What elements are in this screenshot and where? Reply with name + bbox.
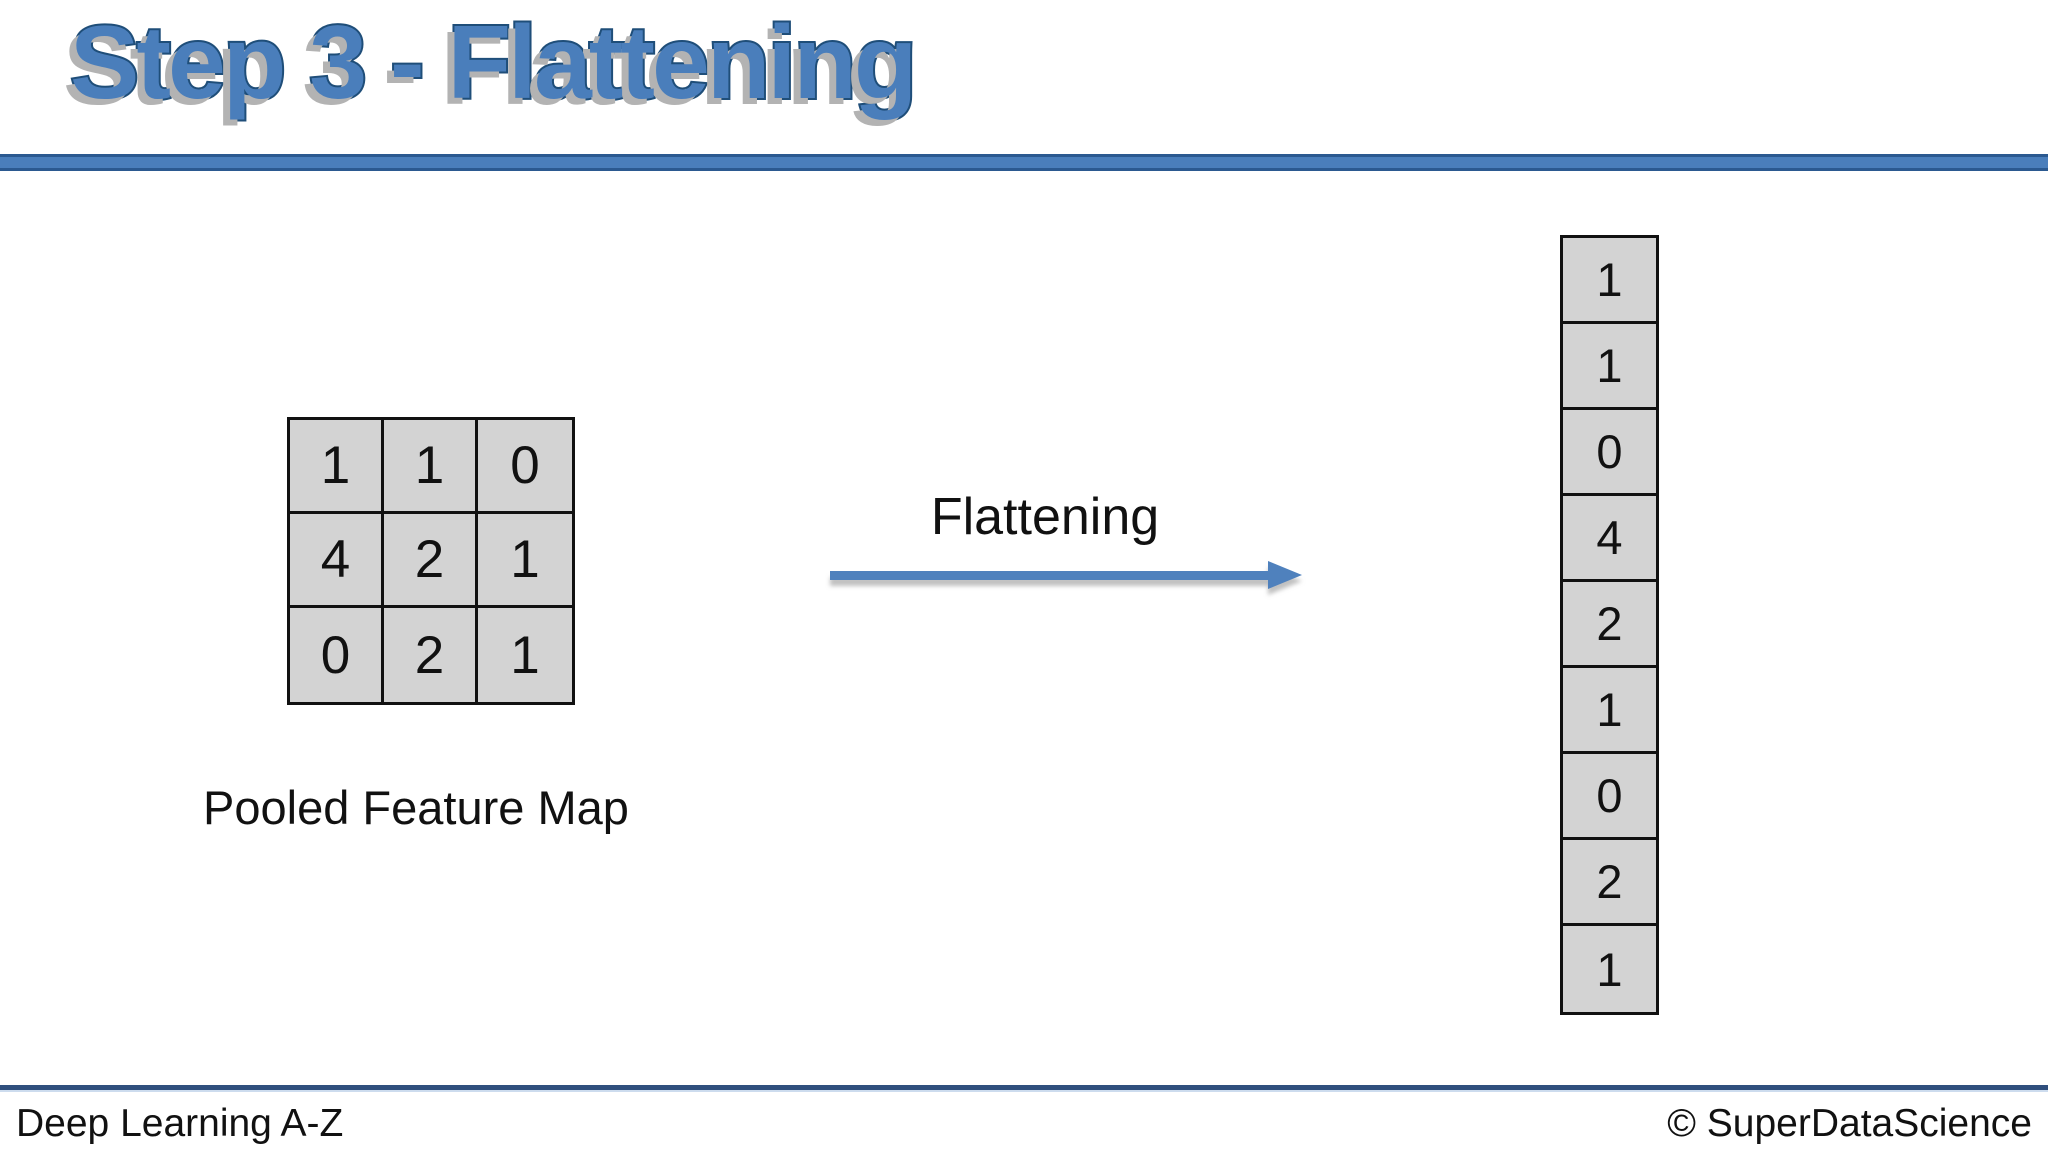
- vector-cell: 2: [1563, 582, 1656, 668]
- flattening-label: Flattening: [930, 488, 1160, 546]
- footer-divider-line: [0, 1085, 2048, 1092]
- matrix-cell: 2: [384, 514, 478, 608]
- matrix-cell: 0: [478, 420, 572, 514]
- vector-cell: 1: [1563, 238, 1656, 324]
- right-arrow-icon: [830, 561, 1302, 589]
- pooled-feature-map-matrix: 1 1 0 4 2 1 0 2 1: [287, 417, 575, 705]
- matrix-cell: 1: [478, 514, 572, 608]
- matrix-cell: 0: [290, 608, 384, 702]
- page-title: Step 3 - Flattening: [68, 3, 919, 123]
- matrix-cell: 1: [478, 608, 572, 702]
- matrix-cell: 1: [384, 420, 478, 514]
- vector-cell: 4: [1563, 496, 1656, 582]
- matrix-cell: 2: [384, 608, 478, 702]
- vector-cell: 1: [1563, 926, 1656, 1012]
- footer-course-name: Deep Learning A-Z: [16, 1102, 344, 1145]
- matrix-cell: 1: [290, 420, 384, 514]
- footer-copyright: © SuperDataScience: [1667, 1102, 2032, 1145]
- title-underline-bar: [0, 154, 2048, 171]
- arrow-shaft: [830, 571, 1270, 580]
- vector-cell: 1: [1563, 324, 1656, 410]
- flattened-vector: 1 1 0 4 2 1 0 2 1: [1560, 235, 1659, 1015]
- arrow-head: [1268, 561, 1302, 589]
- vector-cell: 2: [1563, 840, 1656, 926]
- vector-cell: 0: [1563, 754, 1656, 840]
- vector-cell: 1: [1563, 668, 1656, 754]
- matrix-cell: 4: [290, 514, 384, 608]
- vector-cell: 0: [1563, 410, 1656, 496]
- pooled-feature-map-label: Pooled Feature Map: [203, 781, 629, 834]
